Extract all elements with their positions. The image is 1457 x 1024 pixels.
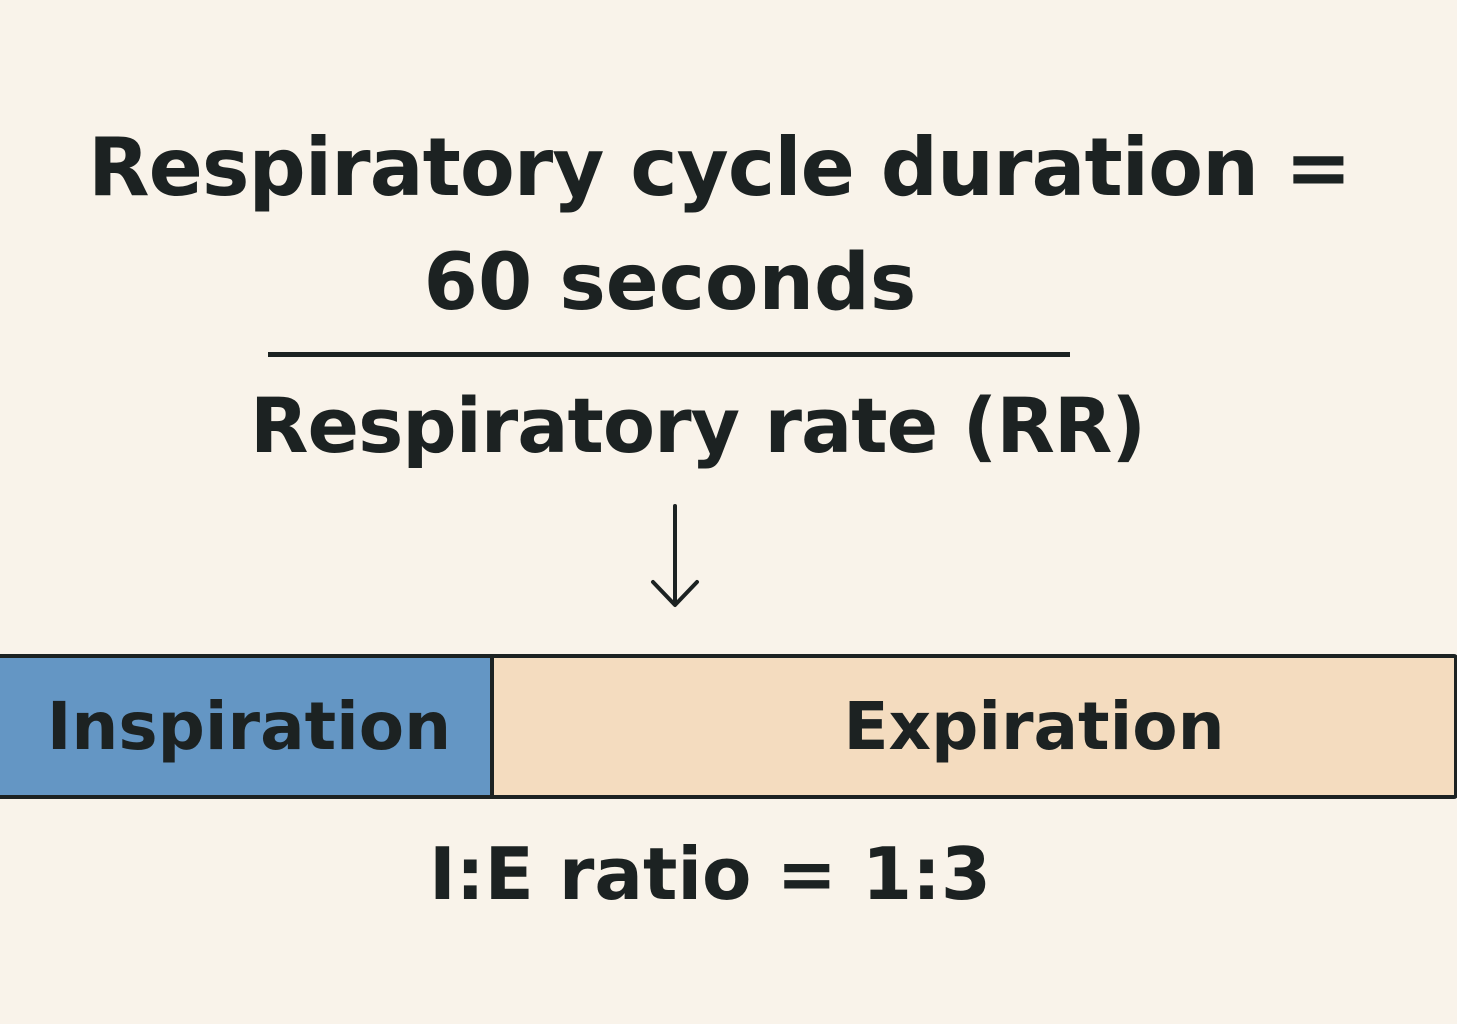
inspiration-label: Inspiration <box>46 688 452 765</box>
formula-title: Respiratory cycle duration = <box>88 121 1352 214</box>
expiration-label: Expiration <box>843 688 1225 765</box>
ie-ratio-label: I:E ratio = 1:3 <box>429 832 991 916</box>
down-arrow-icon <box>651 504 699 607</box>
formula-numerator: 60 seconds <box>423 238 917 328</box>
expiration-segment: Expiration <box>494 658 1454 795</box>
respiratory-cycle-bar: Inspiration Expiration <box>0 654 1457 799</box>
inspiration-segment: Inspiration <box>0 658 494 795</box>
formula-denominator: Respiratory rate (RR) <box>250 381 1146 470</box>
fraction-bar <box>268 352 1070 357</box>
